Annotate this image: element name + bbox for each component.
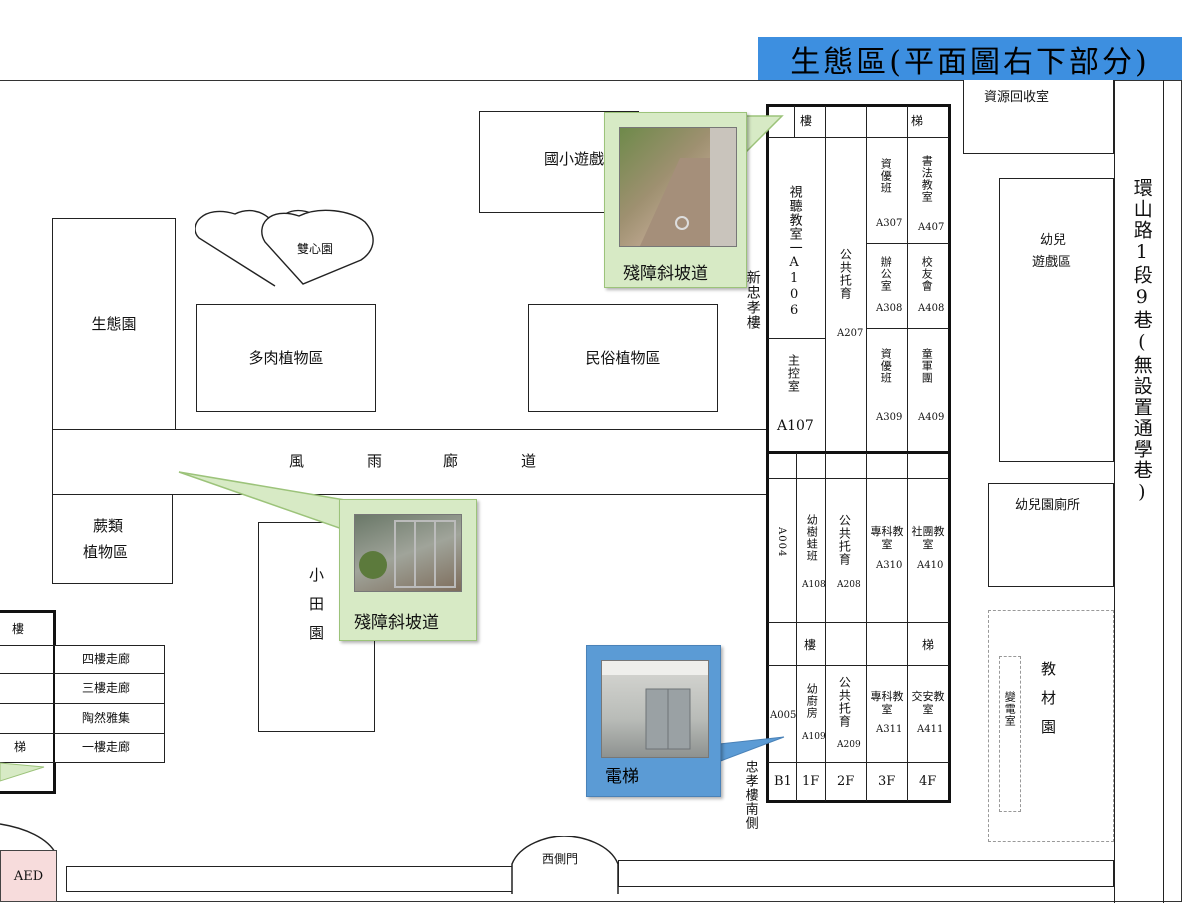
floor-2f: 2F (837, 774, 855, 789)
room-a107-code: A107 (777, 418, 814, 434)
room-a411-code: A411 (917, 724, 944, 735)
zhongxiao-south-label: 忠孝樓南側 (742, 760, 758, 830)
room-a208-code: A208 (837, 580, 861, 590)
room-a005: A005 (770, 710, 797, 721)
floor-1f: 1F (802, 774, 820, 789)
room-a307-code: A307 (876, 218, 903, 229)
bottom-wall-right (618, 860, 1114, 887)
room-a207-name: 公共托育 (838, 248, 853, 300)
room-a311-name: 專科教室 (870, 690, 904, 717)
eco-garden-label: 生態園 (91, 315, 137, 333)
room-a410-code: A410 (917, 560, 944, 571)
ramp1-label: 殘障斜坡道 (623, 264, 708, 284)
room-a004: A004 (776, 527, 787, 558)
ramp2-callout: 殘障斜坡道 (339, 499, 477, 641)
eco-garden: 生態園 (52, 218, 176, 430)
double-heart-label: 雙心園 (297, 242, 334, 256)
floor-b1: B1 (774, 774, 792, 789)
xinzhongxiao-label: 新忠孝樓 (744, 270, 761, 330)
left-building (0, 610, 56, 794)
ramp1-photo (619, 127, 737, 247)
room-a409-name: 童軍團 (920, 348, 934, 384)
west-gate-label: 西側門 (542, 852, 579, 866)
left-stair-bottom: 梯 (14, 740, 27, 754)
floor-3f: 3F (878, 774, 896, 789)
folk-plants-area: 民俗植物區 (528, 304, 718, 412)
room-a209-code: A209 (837, 740, 861, 750)
ramp2-photo (354, 514, 462, 592)
covered-corridor: 風 雨 廊 道 (52, 429, 767, 495)
left-stair-top: 樓 (12, 622, 25, 636)
room-a208-name: 公共托育 (837, 514, 852, 566)
room-a310-code: A310 (876, 560, 903, 571)
room-a106: 視聽教室一A106 (786, 185, 802, 319)
room-a410-name: 社團教室 (911, 525, 945, 552)
top-stair-right: 梯 (911, 114, 924, 128)
recycle-room: 資源回收室 (963, 80, 1114, 154)
row-1f-corridor: 一樓走廊 (82, 740, 131, 754)
room-a408-name: 校友會 (920, 256, 934, 292)
left-corridor-table (55, 645, 165, 763)
bottom-stair-right: 梯 (922, 638, 935, 652)
substation (999, 656, 1021, 812)
room-a307-name: 資優班 (879, 158, 893, 194)
room-a309-name: 資優班 (879, 348, 893, 384)
fern-area: 蕨類 植物區 (52, 494, 173, 584)
room-a411-name: 交安教室 (911, 690, 945, 717)
room-a409-code: A409 (918, 412, 945, 423)
kindergarten-toilet: 幼兒園廁所 (988, 483, 1114, 587)
room-a108-name: 幼樹蛙班 (805, 514, 819, 562)
west-gate-arc (511, 836, 619, 894)
room-a310-name: 專科教室 (870, 525, 904, 552)
building-bottom (766, 451, 951, 803)
row-4f-corridor: 四樓走廊 (82, 652, 131, 666)
row-3f-corridor: 三樓走廊 (82, 681, 131, 695)
row-taoran: 陶然雅集 (82, 711, 131, 725)
elevator-label: 電梯 (605, 767, 639, 787)
title-banner: 生態區(平面圖右下部分) (758, 37, 1182, 80)
floor-4f: 4F (919, 774, 937, 789)
room-a109-code: A109 (802, 732, 826, 742)
materials-garden: 變電室 教材園 (988, 610, 1114, 842)
left-pointer (0, 762, 45, 782)
ramp1-callout: 殘障斜坡道 (604, 112, 747, 288)
arc-structure (0, 823, 57, 855)
room-a109-name: 幼廚房 (805, 683, 819, 719)
road-label: 環山路1段9巷(無設置通學巷) (1130, 178, 1153, 505)
room-a308-code: A308 (876, 303, 903, 314)
bottom-wall-left (66, 866, 513, 892)
room-a308-name: 辦公室 (879, 256, 893, 292)
ramp2-callout-pointer (178, 471, 346, 532)
room-a311-code: A311 (876, 724, 903, 735)
room-a207-code: A207 (837, 328, 864, 339)
page-title: 生態區(平面圖右下部分) (790, 44, 1150, 80)
road (1114, 80, 1164, 903)
double-heart-garden-icon (195, 209, 374, 287)
elevator-photo (601, 660, 709, 758)
succulent-area: 多肉植物區 (196, 304, 376, 412)
ramp2-label: 殘障斜坡道 (354, 613, 439, 633)
bottom-stair-left: 樓 (804, 638, 817, 652)
room-a309-code: A309 (876, 412, 903, 423)
top-stair-left: 樓 (800, 114, 813, 128)
room-a407-name: 書法教室 (920, 155, 934, 203)
elevator-callout: 電梯 (586, 645, 721, 797)
room-a408-code: A408 (918, 303, 945, 314)
room-a108-code: A108 (802, 580, 826, 590)
room-a407-code: A407 (918, 222, 945, 233)
aed-box: AED (0, 850, 57, 902)
room-a107-name: 主控室 (786, 354, 801, 393)
kindergarten-play-area: 幼兒 遊戲區 (999, 178, 1114, 462)
elementary-playground-label: 國小遊戲 (544, 150, 605, 168)
room-a209-name: 公共托育 (837, 676, 852, 728)
